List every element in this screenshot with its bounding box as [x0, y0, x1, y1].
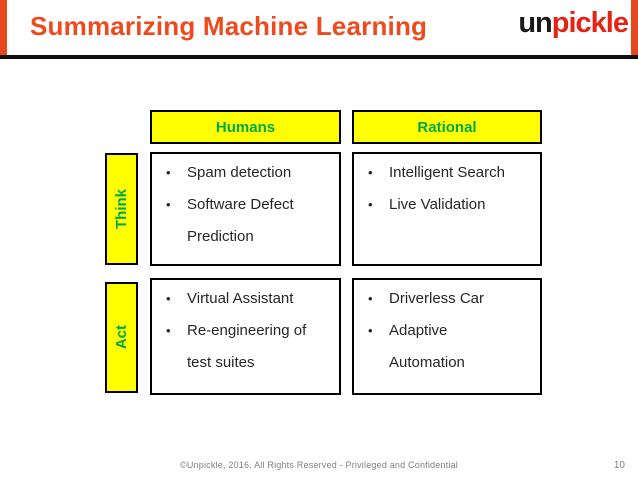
- cell-act-humans-list: Virtual Assistant Re-engineering of test…: [164, 283, 313, 379]
- list-item: Virtual Assistant: [164, 283, 313, 315]
- list-item: Software Defect Prediction: [164, 189, 313, 253]
- right-accent-bar: [631, 0, 638, 55]
- logo-text-pickle: pickle: [551, 7, 629, 39]
- page-title: Summarizing Machine Learning: [30, 11, 428, 41]
- column-header-rational-label: Rational: [417, 118, 477, 136]
- column-header-humans-label: Humans: [215, 118, 276, 136]
- list-item: Intelligent Search: [366, 157, 514, 189]
- cell-think-rational-list: Intelligent Search Live Validation: [366, 157, 514, 221]
- list-item: Driverless Car: [366, 283, 514, 315]
- row-header-think: Think: [105, 153, 138, 265]
- column-header-rational: Rational: [352, 110, 542, 144]
- cell-think-humans-list: Spam detection Software Defect Predictio…: [164, 157, 313, 253]
- title-divider: [0, 55, 638, 59]
- unpickle-logo: unpickle: [518, 7, 629, 40]
- row-header-act: Act: [105, 282, 138, 393]
- row-header-act-label: Act: [113, 325, 130, 350]
- row-header-think-label: Think: [113, 189, 130, 229]
- cell-act-humans: Virtual Assistant Re-engineering of test…: [150, 278, 341, 395]
- cell-act-rational-list: Driverless Car Adaptive Automation: [366, 283, 514, 379]
- list-item: Spam detection: [164, 157, 313, 189]
- column-header-humans: Humans: [150, 110, 341, 144]
- cell-think-humans: Spam detection Software Defect Predictio…: [150, 152, 341, 266]
- left-accent-bar: [0, 0, 7, 55]
- logo-text-un: un: [518, 7, 552, 39]
- page-number: 10: [613, 460, 625, 471]
- cell-think-rational: Intelligent Search Live Validation: [352, 152, 542, 266]
- footer-copyright: ©Unpickle, 2016. All Rights Reserved - P…: [180, 460, 458, 470]
- list-item: Live Validation: [366, 189, 514, 221]
- cell-act-rational: Driverless Car Adaptive Automation: [352, 278, 542, 395]
- list-item: Re-engineering of test suites: [164, 315, 313, 379]
- list-item: Adaptive Automation: [366, 315, 514, 379]
